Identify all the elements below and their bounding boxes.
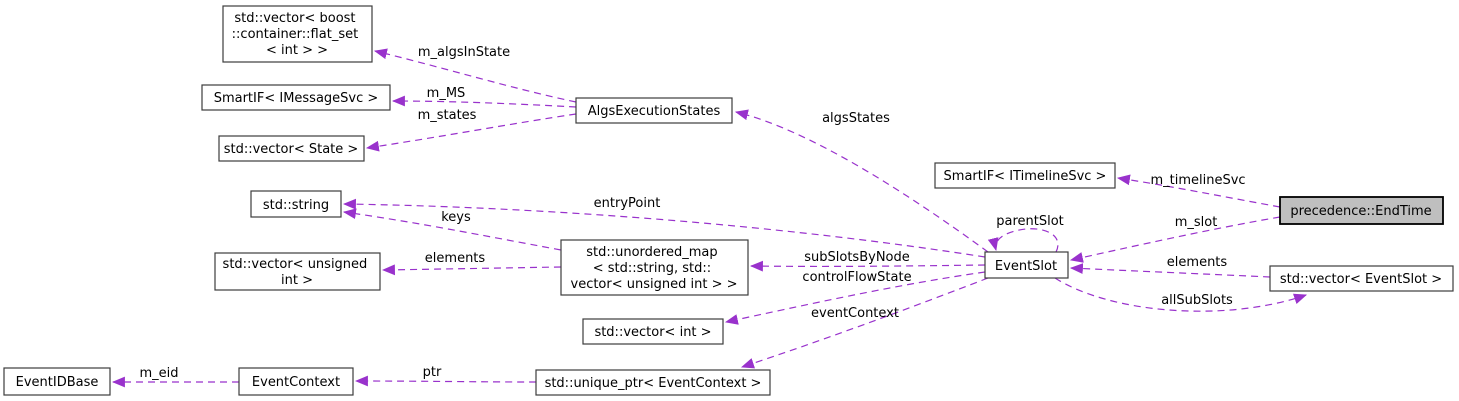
edge-line (365, 113, 577, 152)
node-precedence-endtime: precedence::EndTime (1279, 196, 1444, 225)
node-unordered-map[interactable]: std::unordered_map < std::string, std:: … (560, 239, 749, 296)
node-vector-state[interactable]: std::vector< State > (218, 135, 365, 162)
node-label: AlgsExecutionStates (588, 104, 721, 119)
edge-line (391, 95, 577, 108)
edge-label-elements-left: elements (425, 251, 486, 266)
edge-m-slot: m_slot (1069, 215, 1281, 263)
edge-line (354, 375, 537, 387)
node-algs-execution-states[interactable]: AlgsExecutionStates (575, 97, 733, 124)
edge-label-m-timelineSvc: m_timelineSvc (1150, 173, 1245, 188)
edge-label-controlFlowState: controlFlowState (802, 270, 911, 285)
edge-eventContext: eventContext (740, 277, 989, 369)
nodes-layer: std::vector< boost ::container::flat_set… (3, 5, 1454, 396)
node-box (1279, 196, 1444, 225)
node-box[interactable] (560, 239, 749, 296)
edge-line (1116, 174, 1281, 208)
node-label: SmartIF< IMessageSvc > (214, 91, 379, 106)
edge-line (342, 198, 986, 258)
edge-label-allSubSlots: allSubSlots (1161, 293, 1233, 308)
node-box[interactable] (535, 369, 771, 396)
edge-line (373, 48, 577, 103)
edge-m-algsInState: m_algsInState (373, 45, 577, 103)
edge-label-m-algsInState: m_algsInState (418, 45, 510, 60)
node-box[interactable] (238, 367, 354, 396)
node-label: std::unique_ptr< EventContext > (545, 376, 762, 391)
edge-allSubSlots: allSubSlots (1054, 277, 1308, 312)
edge-line (749, 260, 986, 272)
node-label: std::string (263, 198, 329, 213)
edge-elements-right: elements (1069, 255, 1271, 278)
node-box[interactable] (201, 84, 391, 111)
node-label: EventIDBase (16, 375, 99, 390)
edge-m-MS: m_MS (391, 86, 577, 108)
node-box[interactable] (575, 97, 733, 124)
edge-label-algsStates: algsStates (822, 111, 890, 126)
node-vector-unsigned-int[interactable]: std::vector< unsigned int > (214, 252, 381, 291)
edge-m-eid: m_eid (111, 366, 239, 388)
edge-line (1054, 277, 1308, 312)
node-vector-eventslot[interactable]: std::vector< EventSlot > (1269, 265, 1454, 292)
node-label: std::unordered_map < std::string, std:: … (571, 245, 738, 292)
node-box[interactable] (250, 190, 342, 218)
edge-label-keys: keys (441, 210, 471, 225)
edges-layer: m_algsInState m_MS m_states algsStates e… (111, 45, 1308, 388)
node-box[interactable] (218, 135, 365, 162)
edge-line (987, 228, 1059, 253)
node-smartif-imessagesvc[interactable]: SmartIF< IMessageSvc > (201, 84, 391, 111)
node-vector-int[interactable]: std::vector< int > (582, 318, 724, 345)
node-label: std::vector< EventSlot > (1280, 272, 1442, 287)
edge-entryPoint: entryPoint (342, 196, 986, 258)
edge-elements-left: elements (381, 251, 562, 276)
edge-label-entryPoint: entryPoint (594, 196, 661, 211)
node-label: SmartIF< ITimelineSvc > (944, 169, 1107, 184)
node-box[interactable] (582, 318, 724, 345)
edge-label-elements-right: elements (1167, 255, 1228, 270)
edge-label-m-eid: m_eid (139, 366, 178, 381)
node-box[interactable] (222, 5, 373, 63)
edge-parentSlot-self-loop: parentSlot (987, 214, 1064, 253)
node-smartif-itimelinesvc[interactable]: SmartIF< ITimelineSvc > (934, 162, 1116, 189)
edge-line (734, 109, 989, 253)
edge-m-timelineSvc: m_timelineSvc (1116, 173, 1281, 208)
edge-subSlotsByNode: subSlotsByNode (749, 250, 986, 272)
edge-label-subSlotsByNode: subSlotsByNode (804, 250, 910, 265)
edge-label-m-MS: m_MS (427, 86, 466, 101)
node-event-id-base[interactable]: EventIDBase (3, 367, 111, 396)
node-box[interactable] (984, 251, 1069, 279)
edge-label-parentSlot: parentSlot (996, 214, 1064, 229)
edge-line (740, 277, 989, 369)
edge-line (724, 271, 986, 325)
node-box[interactable] (934, 162, 1116, 189)
edge-ptr: ptr (354, 365, 537, 387)
node-label: std::vector< State > (224, 142, 359, 157)
edge-line (342, 208, 562, 251)
node-label: std::vector< unsigned int > (223, 257, 372, 288)
node-box[interactable] (1269, 265, 1454, 292)
edge-m-states: m_states (365, 108, 577, 152)
node-event-context[interactable]: EventContext (238, 367, 354, 396)
node-std-string[interactable]: std::string (250, 190, 342, 218)
edge-label-m-slot: m_slot (1175, 215, 1218, 230)
node-label: std::vector< int > (594, 325, 711, 340)
node-unique-ptr-eventcontext[interactable]: std::unique_ptr< EventContext > (535, 369, 771, 396)
edge-label-ptr: ptr (423, 365, 442, 380)
node-event-slot[interactable]: EventSlot (984, 251, 1069, 279)
edge-controlFlowState: controlFlowState (724, 270, 986, 325)
edge-line (1069, 216, 1281, 263)
node-label: EventSlot (995, 259, 1057, 274)
edge-label-m-states: m_states (418, 108, 477, 123)
node-label: EventContext (252, 375, 340, 390)
edge-keys: keys (342, 208, 562, 251)
node-vector-flat-set[interactable]: std::vector< boost ::container::flat_set… (222, 5, 373, 63)
edge-label-eventContext: eventContext (811, 306, 899, 321)
node-label: std::vector< boost ::container::flat_set… (232, 11, 363, 58)
edge-algsStates: algsStates (734, 109, 989, 253)
node-box[interactable] (3, 367, 111, 396)
node-label: precedence::EndTime (1290, 204, 1431, 219)
edge-line (1069, 263, 1271, 278)
node-box[interactable] (214, 252, 381, 291)
edge-line (381, 264, 562, 276)
